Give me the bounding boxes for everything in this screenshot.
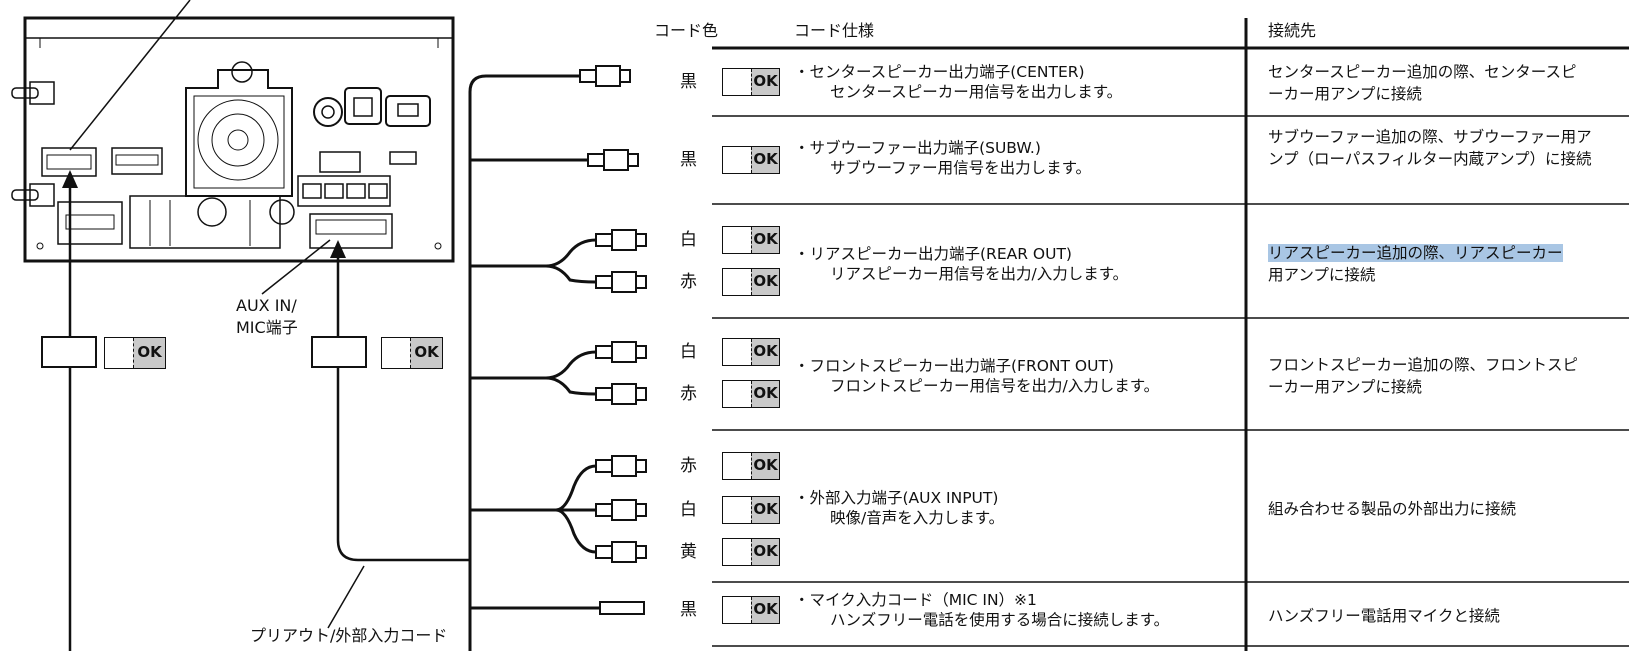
spec-title: ・フロントスピーカー出力端子(FRONT OUT): [794, 357, 1114, 375]
spec-desc: サブウーファー用信号を出力します。: [830, 159, 1092, 177]
destination: リアスピーカー追加の際、リアスピーカー 用アンプに接続: [1268, 242, 1598, 286]
spec-title: ・サブウーファー出力端子(SUBW.): [794, 139, 1041, 157]
destination: 組み合わせる製品の外部出力に接続: [1268, 500, 1517, 518]
ok-label-box: OK: [104, 337, 166, 369]
cord-color: 黄: [680, 542, 697, 562]
spec-desc: センタースピーカー用信号を出力します。: [830, 83, 1123, 101]
ok-label: OK: [751, 497, 779, 523]
destination-highlight: リアスピーカー追加の際、リアスピーカー: [1268, 244, 1563, 262]
ok-label: OK: [751, 147, 779, 173]
destination: ハンズフリー電話用マイクと接続: [1268, 607, 1500, 625]
ok-label: OK: [751, 453, 779, 479]
spec-title: ・センタースピーカー出力端子(CENTER): [794, 63, 1085, 81]
spec-desc: リアスピーカー用信号を出力/入力します。: [830, 265, 1129, 283]
ok-label: OK: [751, 69, 779, 95]
ok-label: OK: [751, 227, 779, 253]
ok-label-box: OK: [722, 226, 780, 254]
header-destination: 接続先: [1268, 21, 1317, 40]
cord-color: 赤: [680, 456, 697, 476]
ok-label-box: OK: [722, 596, 780, 624]
ok-label: OK: [133, 338, 165, 368]
destination-rest: 用アンプに接続: [1268, 266, 1376, 284]
ok-label: OK: [751, 381, 779, 407]
ok-label-box: OK: [722, 338, 780, 366]
ok-label: OK: [751, 339, 779, 365]
preout-cord-label: プリアウト/外部入力コード: [250, 626, 448, 645]
destination: フロントスピーカー追加の際、フロントスピーカー用アンプに接続: [1268, 356, 1579, 396]
ok-label-box: OK: [722, 496, 780, 524]
ok-label: OK: [410, 338, 442, 368]
spec-title: ・外部入力端子(AUX INPUT): [794, 489, 999, 507]
ok-label: OK: [751, 269, 779, 295]
ok-label-box: OK: [722, 268, 780, 296]
cord-color: 赤: [680, 384, 697, 404]
cord-color: 黒: [680, 72, 697, 92]
cord-color: 白: [680, 342, 697, 362]
spec-title: ・リアスピーカー出力端子(REAR OUT): [794, 245, 1072, 263]
ok-label-box: OK: [722, 452, 780, 480]
header-code-spec: コード仕様: [794, 21, 875, 40]
ok-label-box: OK: [381, 337, 443, 369]
ok-label: OK: [751, 539, 779, 565]
ok-label-box: OK: [722, 68, 780, 96]
cord-color: 赤: [680, 272, 697, 292]
ok-label-box: OK: [722, 380, 780, 408]
cord-color: 黒: [680, 600, 697, 620]
destination: センタースピーカー追加の際、センタースピーカー用アンプに接続: [1268, 63, 1577, 103]
spec-desc: フロントスピーカー用信号を出力/入力します。: [830, 377, 1160, 395]
spec-desc: ハンズフリー電話を使用する場合に接続します。: [830, 611, 1170, 629]
aux-mic-label-2: MIC端子: [236, 318, 298, 337]
ok-label-box: OK: [722, 146, 780, 174]
ok-label: OK: [751, 597, 779, 623]
destination: サブウーファー追加の際、サブウーファー用アンプ（ローパスフィルター内蔵アンプ）に…: [1268, 128, 1592, 168]
cord-color: 黒: [680, 150, 697, 170]
spec-title: ・マイク入力コード（MIC IN）※1: [794, 591, 1037, 609]
spec-desc: 映像/音声を入力します。: [830, 509, 1005, 527]
cord-color: 白: [680, 230, 697, 250]
header-code-color: コード色: [654, 21, 719, 40]
aux-mic-label-1: AUX IN/: [236, 296, 297, 315]
cord-color: 白: [680, 500, 697, 520]
ok-label-box: OK: [722, 538, 780, 566]
